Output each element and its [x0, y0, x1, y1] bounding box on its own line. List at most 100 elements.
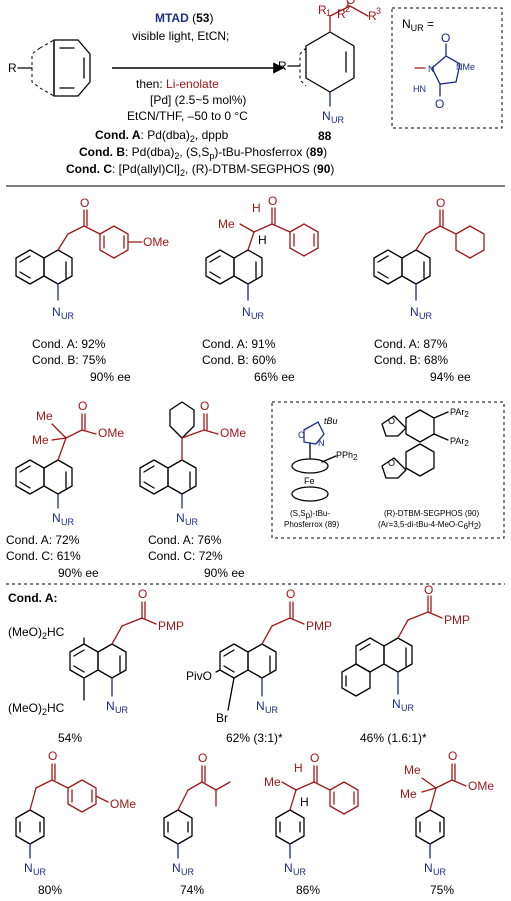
svg-text:UR: UR: [419, 311, 432, 321]
svg-text:UR: UR: [293, 867, 306, 877]
svg-text:94% ee: 94% ee: [430, 370, 471, 384]
svg-text:74%: 74%: [180, 883, 204, 897]
svg-text:UR: UR: [401, 703, 414, 713]
conditions-list: Cond. A: Pd(dba)2, dppb Cond. B: Pd(dba)…: [66, 128, 334, 178]
svg-text:UR: UR: [433, 867, 446, 877]
svg-text:UR: UR: [331, 115, 344, 125]
svg-text:2: 2: [345, 4, 350, 14]
svg-text:(MeO)2HC: (MeO)2HC: [8, 625, 65, 641]
svg-text:N: N: [256, 699, 265, 713]
svg-text:Fe: Fe: [304, 476, 315, 486]
svg-text:O: O: [78, 399, 87, 413]
svg-text:O: O: [286, 587, 295, 601]
svg-text:N: N: [322, 109, 331, 123]
section2-label: Cond. A:: [8, 591, 58, 605]
svg-text:HN: HN: [413, 84, 426, 94]
svg-text:O: O: [198, 751, 207, 765]
starting-material: R: [8, 39, 91, 97]
svg-text:N: N: [428, 64, 435, 74]
svg-text:Cond. C: 61%: Cond. C: 61%: [6, 549, 81, 563]
svg-text:90% ee: 90% ee: [204, 566, 245, 580]
svg-text:1: 1: [326, 8, 331, 18]
svg-text:PMP: PMP: [306, 619, 332, 633]
svg-text:O: O: [298, 430, 305, 440]
svg-text:46% (1.6:1)*: 46% (1.6:1)*: [360, 731, 427, 745]
svg-text:R: R: [318, 3, 327, 17]
svg-text:O: O: [388, 458, 395, 468]
svg-text:R: R: [8, 61, 17, 75]
svg-text:Cond. B: 75%: Cond. B: 75%: [32, 353, 106, 367]
svg-text:Cond. A: Pd(dba)2, dppb: Cond. A: Pd(dba)2, dppb: [95, 128, 229, 144]
svg-text:N: N: [424, 861, 433, 875]
svg-text:N: N: [106, 699, 115, 713]
svg-text:PMP: PMP: [158, 619, 184, 633]
svg-text:Br: Br: [216, 711, 228, 725]
svg-text:66% ee: 66% ee: [254, 370, 295, 384]
svg-text:UR: UR: [115, 705, 128, 715]
svg-text:(R)-DTBM-SEGPHOS (90): (R)-DTBM-SEGPHOS (90): [384, 509, 479, 518]
svg-text:Cond. C: 72%: Cond. C: 72%: [148, 549, 223, 563]
svg-text:UR: UR: [185, 517, 198, 527]
svg-text:N: N: [242, 305, 251, 319]
svg-text:PAr2: PAr2: [450, 436, 469, 448]
svg-text:R: R: [278, 59, 287, 73]
svg-text:Cond. A: 72%: Cond. A: 72%: [6, 533, 80, 547]
svg-text:86%: 86%: [296, 883, 320, 897]
svg-text:O: O: [424, 583, 433, 597]
enolate-label: Li-enolate: [166, 77, 219, 91]
svg-text:90% ee: 90% ee: [58, 566, 99, 580]
svg-text:N: N: [410, 305, 419, 319]
svg-text:O: O: [436, 196, 445, 210]
svg-text:then: Li-enolate: then: Li-enolate: [136, 77, 219, 91]
svg-text:O: O: [448, 749, 457, 763]
svg-text:Cond. A: 91%: Cond. A: 91%: [202, 337, 276, 351]
svg-text:tBu: tBu: [324, 416, 338, 426]
svg-text:O: O: [388, 416, 395, 426]
svg-text:UR: UR: [181, 867, 194, 877]
svg-text:NMe: NMe: [456, 62, 475, 72]
svg-text:N: N: [284, 861, 293, 875]
svg-text:OMe: OMe: [143, 235, 169, 249]
ligand-box: O N tBu PPh2 Fe (S,Sp)-tBu- Phosferrox (…: [271, 401, 505, 539]
svg-text:N: N: [176, 511, 185, 525]
svg-text:Me: Me: [36, 409, 53, 423]
svg-text:OMe: OMe: [98, 426, 124, 440]
svg-text:H: H: [300, 795, 309, 809]
svg-text:UR: UR: [61, 311, 74, 321]
svg-text:MTAD (53): MTAD (53): [155, 11, 213, 25]
svg-text:H: H: [294, 761, 303, 775]
svg-text:H: H: [252, 201, 261, 215]
svg-text:O: O: [435, 97, 444, 111]
svg-text:Cond. C: [Pd(allyl)Cl]2, (R)-D: Cond. C: [Pd(allyl)Cl]2, (R)-DTBM-SEGPHO…: [66, 162, 334, 178]
svg-text:Cond. B: 60%: Cond. B: 60%: [202, 353, 276, 367]
svg-text:R: R: [337, 7, 346, 21]
svg-text:N: N: [172, 861, 181, 875]
svg-text:N: N: [52, 511, 61, 525]
svg-text:H: H: [258, 233, 267, 247]
svg-text:O: O: [80, 196, 89, 210]
svg-text:OMe: OMe: [220, 426, 246, 440]
svg-text:62% (3:1)*: 62% (3:1)*: [226, 731, 283, 745]
svg-text:Me: Me: [404, 763, 421, 777]
svg-text:80%: 80%: [38, 883, 62, 897]
svg-text:54%: 54%: [58, 731, 82, 745]
svg-text:O: O: [346, 0, 355, 7]
svg-text:Me: Me: [32, 433, 49, 447]
svg-text:PAr2: PAr2: [450, 407, 469, 419]
svg-text:Cond. B: 68%: Cond. B: 68%: [374, 353, 448, 367]
svg-text:(Ar=3,5-di-tBu-4-MeO-C6H2): (Ar=3,5-di-tBu-4-MeO-C6H2): [378, 520, 481, 531]
svg-text:O: O: [310, 751, 319, 765]
svg-text:UR: UR: [265, 705, 278, 715]
svg-text:O: O: [268, 194, 277, 208]
svg-text:N: N: [24, 861, 33, 875]
condition-line-1: visible light, EtCN;: [132, 29, 229, 43]
svg-text:Cond. A: 76%: Cond. A: 76%: [148, 533, 222, 547]
